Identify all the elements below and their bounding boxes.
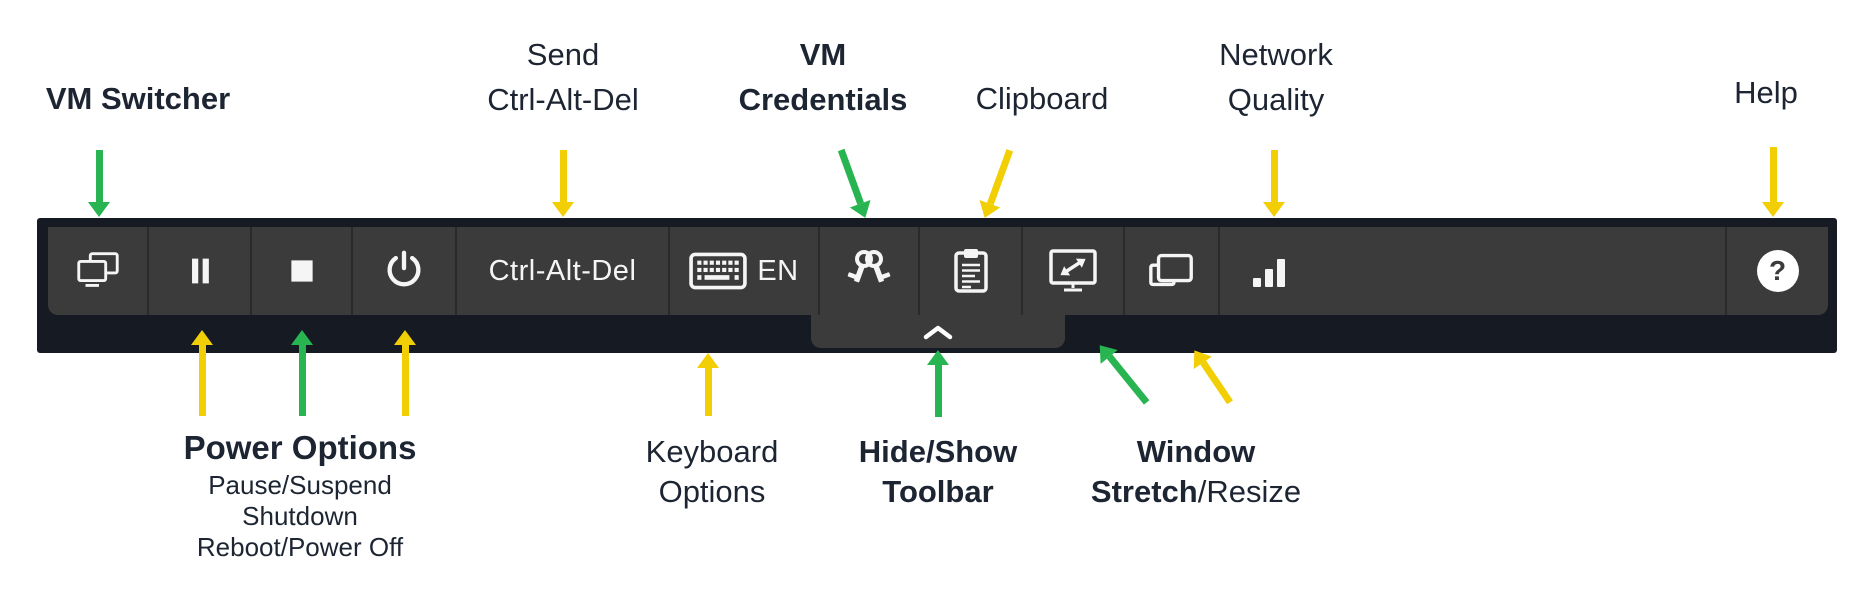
clipboard-label-text: Clipboard	[975, 81, 1109, 116]
toolbar-separator	[1218, 227, 1220, 315]
power-option-pause-suspend: Pause/Suspend	[208, 470, 392, 500]
arrow-to-ctrl-alt-del	[552, 150, 574, 217]
vm-credentials-label: VM Credentials	[739, 32, 908, 122]
arrow-to-clipboard	[974, 146, 1019, 222]
arrow-to-hide-show-tab	[927, 350, 949, 417]
window-resize-regular: /Resize	[1197, 474, 1302, 509]
toolbar-separator	[1021, 227, 1023, 315]
pause-icon	[191, 258, 209, 284]
toolbar-separator	[1123, 227, 1125, 315]
network-quality-label: Network Quality	[1219, 32, 1333, 122]
keys-icon	[847, 250, 891, 283]
ctrl-alt-del-button[interactable]: Ctrl-Alt-Del	[457, 227, 668, 315]
keyboard-options-line1: Keyboard	[645, 434, 779, 469]
help-glyph: ?	[1768, 255, 1787, 286]
arrow-to-keyboard-options	[697, 353, 719, 416]
send-cad-line1: Send	[526, 37, 600, 72]
ctrl-alt-del-label: Ctrl-Alt-Del	[488, 254, 637, 287]
power-options-label: Power Options Pause/Suspend Shutdown Reb…	[184, 425, 417, 563]
arrow-to-pause	[191, 330, 213, 416]
arrow-to-help	[1762, 147, 1784, 217]
toolbar-button-row: Ctrl-Alt-Del EN	[48, 227, 1828, 315]
arrow-to-window-resize	[1185, 344, 1238, 409]
network-line2: Quality	[1227, 82, 1325, 117]
overlapping-windows-icon	[1148, 253, 1193, 287]
keyboard-icon	[689, 252, 748, 290]
dual-monitors-icon	[76, 252, 119, 287]
vm-credentials-line2: Credentials	[738, 82, 908, 117]
help-button[interactable]: ?	[1727, 227, 1828, 315]
keyboard-options-line2: Options	[658, 474, 766, 509]
window-stretch-resize-label: Window Stretch/Resize	[1091, 432, 1301, 512]
toolbar-separator	[147, 227, 149, 315]
arrow-to-power	[394, 330, 416, 416]
pause-button[interactable]	[149, 227, 250, 315]
window-stretch-bold: Stretch	[1090, 474, 1198, 509]
vm-switcher-label: VM Switcher	[46, 76, 230, 121]
network-quality-button[interactable]	[1220, 227, 1318, 315]
question-mark-circle-icon: ?	[1756, 250, 1799, 292]
vm-credentials-button[interactable]	[820, 227, 918, 315]
toolbar-separator	[351, 227, 353, 315]
toolbar-separator	[818, 227, 820, 315]
send-cad-line2: Ctrl-Alt-Del	[487, 82, 639, 117]
power-option-reboot-poweroff: Reboot/Power Off	[196, 532, 404, 562]
vm-credentials-line1: VM	[799, 37, 847, 72]
vm-switcher-label-text: VM Switcher	[45, 81, 231, 116]
power-button[interactable]	[353, 227, 455, 315]
clipboard-button[interactable]	[920, 227, 1021, 315]
vm-console-toolbar: Ctrl-Alt-Del EN	[37, 218, 1837, 353]
chevron-up-icon	[923, 325, 953, 339]
signal-bars-icon	[1253, 259, 1285, 287]
arrow-to-vm-switcher	[88, 150, 110, 217]
clipboard-label: Clipboard	[976, 76, 1109, 121]
window-resize-button[interactable]	[1125, 227, 1218, 315]
power-options-title: Power Options	[183, 429, 417, 466]
toolbar-separator	[918, 227, 920, 315]
keyboard-language-label: EN	[757, 254, 799, 287]
window-stretch-button[interactable]	[1023, 227, 1123, 315]
stop-icon	[290, 260, 313, 282]
power-option-shutdown: Shutdown	[242, 501, 358, 531]
power-icon	[387, 250, 421, 287]
toolbar-separator	[668, 227, 670, 315]
arrow-to-stop	[291, 330, 313, 416]
toolbar-separator	[250, 227, 252, 315]
hide-show-line2: Toolbar	[882, 474, 994, 509]
clipboard-icon	[953, 249, 988, 293]
arrow-to-network-quality	[1263, 150, 1285, 217]
network-line1: Network	[1219, 37, 1333, 72]
hide-show-line1: Hide/Show	[858, 434, 1018, 469]
vm-switcher-button[interactable]	[48, 227, 147, 315]
arrow-to-vm-credentials	[830, 146, 876, 222]
keyboard-options-button[interactable]: EN	[670, 227, 818, 315]
toolbar-separator	[1725, 227, 1727, 315]
keyboard-options-label: Keyboard Options	[646, 432, 779, 512]
send-ctrl-alt-del-label: Send Ctrl-Alt-Del	[487, 32, 639, 122]
help-label: Help	[1734, 70, 1798, 115]
toolbar-spacer	[1318, 227, 1725, 315]
stretch-monitor-icon	[1049, 249, 1097, 292]
hide-show-toolbar-tab[interactable]	[811, 315, 1065, 348]
hide-show-toolbar-label: Hide/Show Toolbar	[859, 432, 1017, 512]
toolbar-separator	[455, 227, 457, 315]
window-stretch-line1: Window	[1136, 434, 1256, 469]
help-label-text: Help	[1734, 75, 1798, 110]
window-stretch-line2: Stretch/Resize	[1091, 472, 1301, 512]
stop-button[interactable]	[252, 227, 351, 315]
